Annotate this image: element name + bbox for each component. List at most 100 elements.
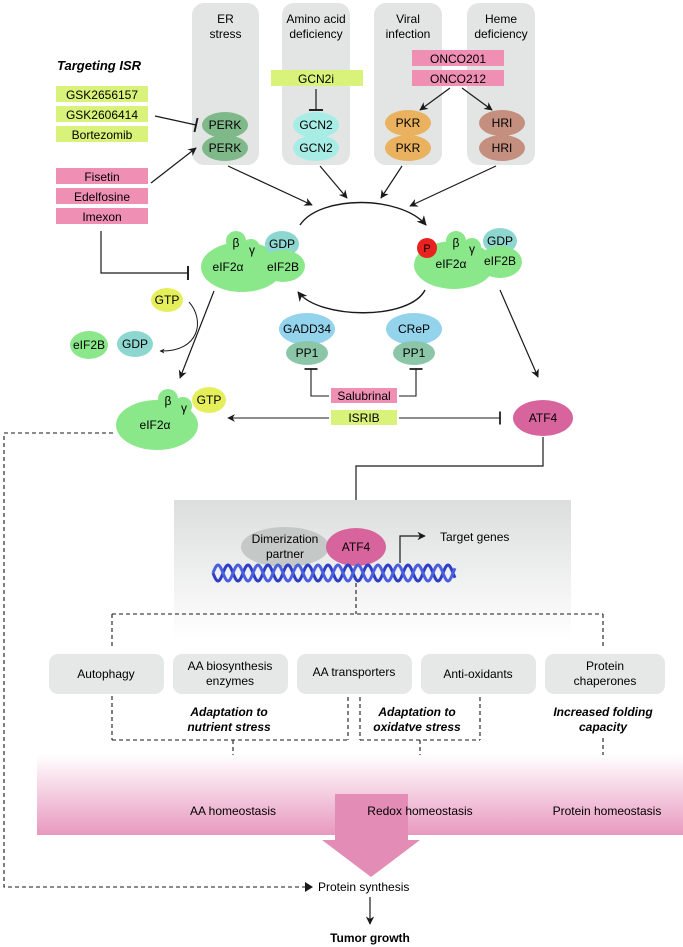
pp1-label: PP1	[403, 346, 426, 360]
stress-label: deficiency	[289, 27, 342, 41]
eif2a-label: eIF2α	[436, 257, 467, 271]
output-label: AA biosynthesis	[188, 659, 273, 673]
output-label: enzymes	[206, 674, 254, 688]
pkr-node	[385, 135, 431, 161]
pkr-arrow	[380, 165, 403, 199]
output-aa-biosynthesis	[173, 654, 288, 694]
pkr-label: PKR	[396, 116, 421, 130]
dimer-label: Dimerization	[252, 532, 319, 546]
activate-hri-arrow	[461, 87, 493, 111]
homeostasis-label: AA homeostasis	[190, 804, 276, 818]
pp1-label: PP1	[296, 346, 319, 360]
phospho-eif2-complex: P β γ GDP eIF2α eIF2B	[414, 228, 522, 289]
tumor-growth-label: Tumor growth	[330, 931, 410, 945]
isrib-box	[331, 410, 397, 425]
perk-label: PERK	[209, 141, 242, 155]
drug-label: ISRIB	[348, 411, 379, 425]
drug-label: Bortezomib	[72, 128, 133, 142]
dna-strand	[211, 563, 457, 583]
eif2b-label: eIF2B	[484, 254, 516, 268]
gadd34-pp1-complex: GADD34 PP1	[279, 313, 335, 365]
eif2a-label: eIF2α	[140, 418, 171, 432]
stress-label: deficiency	[474, 27, 527, 41]
drug-label: GSK2656157	[66, 88, 138, 102]
dephosphorylation-arc	[297, 289, 426, 314]
gef-arrow	[178, 290, 215, 379]
section-title: Targeting ISR	[57, 58, 142, 73]
perk-label: PERK	[209, 118, 242, 132]
output-label: AA transporters	[313, 665, 396, 679]
gtp-node	[151, 288, 183, 312]
atf4-nuclear-arrow	[351, 437, 544, 519]
drug-label: Edelfosine	[74, 190, 130, 204]
output-label: Anti-oxidants	[443, 667, 512, 681]
perk-arrow	[227, 165, 313, 206]
homeostasis-label: Protein homeostasis	[553, 804, 662, 818]
phosphate-icon	[417, 238, 437, 258]
salubrinal-inhibit-crep	[399, 368, 423, 397]
gamma-label: γ	[469, 242, 475, 256]
gdp-label: GDP	[487, 234, 513, 248]
pkr-label: PKR	[396, 141, 421, 155]
atf4-node	[513, 400, 573, 436]
crep-label: CReP	[398, 322, 430, 336]
stress-label: infection	[386, 27, 431, 41]
beta-label: β	[233, 236, 240, 250]
gcn2-node	[293, 135, 339, 161]
stress-label: ER	[217, 12, 234, 26]
gadd34-label: GADD34	[283, 322, 331, 336]
dna-helix	[211, 563, 457, 583]
hri-label: HRI	[492, 116, 513, 130]
gtp-label: GTP	[197, 393, 222, 407]
perk-inhibitor-list: GSK2656157 GSK2606414 Bortezomib	[56, 86, 148, 142]
inhibit-perk-line	[154, 115, 199, 133]
output-label: Protein	[586, 659, 624, 673]
hri-node	[479, 110, 525, 136]
gcn2-label: GCN2	[299, 141, 333, 155]
eif2b-released-node	[70, 331, 108, 359]
crep-pp1-complex: CReP PP1	[386, 313, 442, 365]
arrow-head	[305, 882, 313, 892]
protein-synthesis-label: Protein synthesis	[318, 880, 409, 894]
dimerization-partner-node	[241, 527, 329, 567]
adaptation-label: Adaptation to	[189, 705, 267, 719]
stress-label: Heme	[485, 12, 517, 26]
beta-label: β	[165, 394, 172, 408]
salubrinal-box	[331, 388, 397, 403]
pkr-node	[385, 110, 431, 136]
output-label: chaperones	[574, 674, 637, 688]
drug-label: Fisetin	[84, 170, 119, 184]
adaptation-label: oxidatve stress	[373, 720, 461, 734]
output-chaperones	[545, 654, 665, 694]
output-autophagy	[49, 654, 164, 694]
output-branches	[3, 432, 604, 888]
eif2-gtp-complex: β γ GTP eIF2α	[116, 387, 226, 450]
atf4-induction-arrow	[499, 289, 539, 378]
output-label: Autophagy	[77, 667, 134, 681]
activate-pkr-arrow	[419, 87, 451, 111]
hri-arrow	[409, 165, 497, 207]
drug-label: Imexon	[82, 210, 121, 224]
stress-er: ER stress PERK PERK	[192, 3, 259, 165]
atf4-bound-node	[326, 528, 386, 566]
target-genes-label: Target genes	[440, 530, 509, 544]
drug-label: ONCO212	[430, 72, 486, 86]
transcription-arrow	[399, 531, 426, 563]
eif2a-label: eIF2α	[213, 260, 244, 274]
hri-node	[479, 135, 525, 161]
adaptation-label: capacity	[579, 720, 628, 734]
onco-list: ONCO201 ONCO212	[412, 50, 504, 86]
gdp-label: GDP	[269, 237, 295, 251]
eif2-gdp-eif2b-complex: β γ GDP eIF2α eIF2B	[201, 231, 305, 292]
adaptation-label: Increased folding	[553, 705, 653, 719]
output-aa-transporters	[297, 654, 412, 694]
drug-label: ONCO201	[430, 52, 486, 66]
gcn2-arrow	[319, 165, 348, 199]
dimer-label: partner	[266, 547, 304, 561]
perk-node	[202, 112, 248, 138]
phosphate-label: P	[423, 243, 430, 255]
gcn2i-box	[271, 70, 363, 86]
eif2b-label: eIF2B	[73, 338, 105, 352]
perk-activator-list: Fisetin Edelfosine Imexon	[56, 168, 148, 224]
